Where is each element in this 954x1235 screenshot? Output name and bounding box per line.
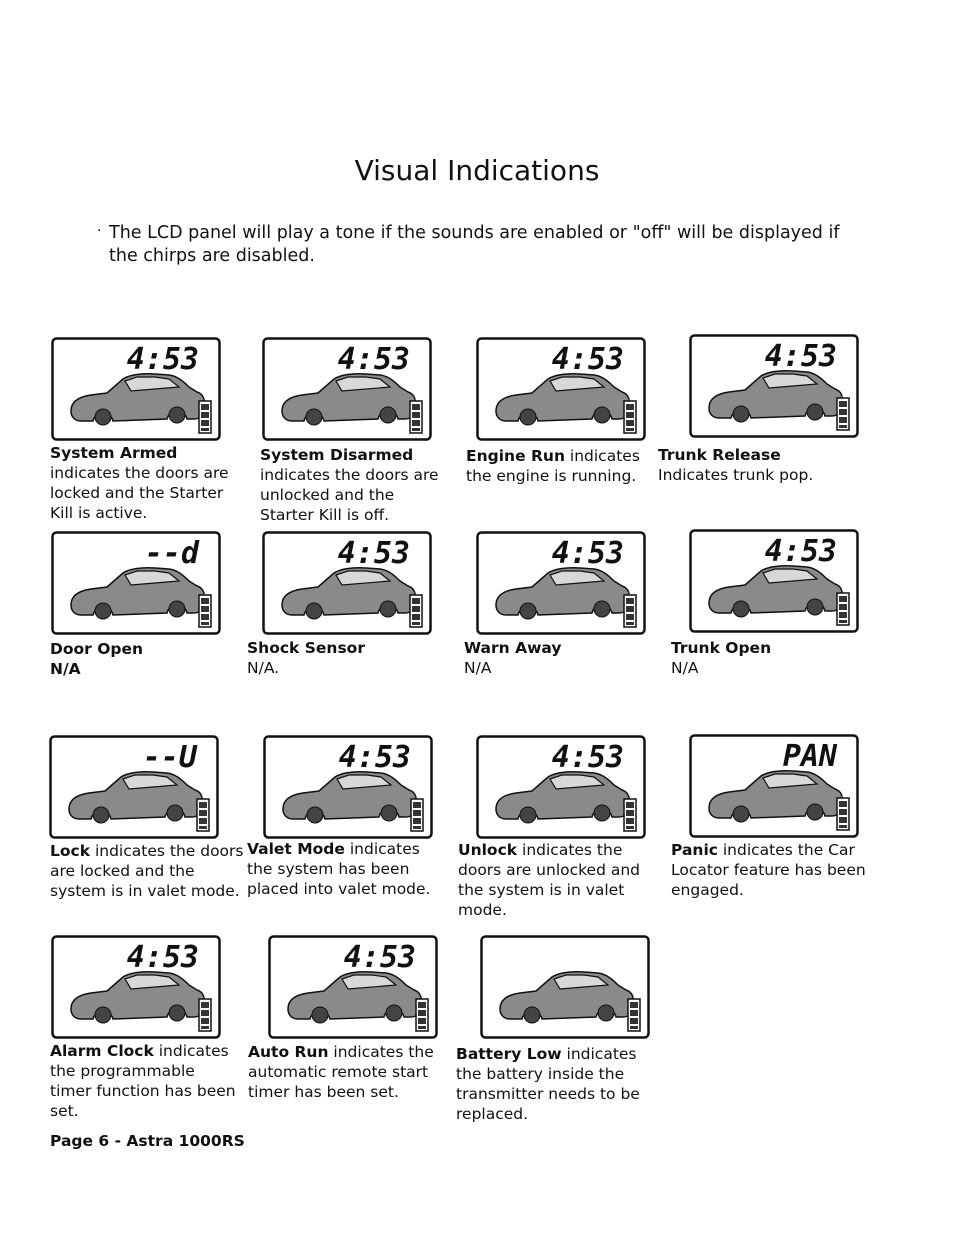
- lcd-display-text: 4:53: [338, 536, 410, 571]
- lcd-display-text: 4:53: [127, 940, 199, 975]
- lcd-panel-valet-mode: 4:53: [263, 735, 433, 839]
- lcd-display-text: 4:53: [552, 536, 624, 571]
- caption-valet-mode: Valet Mode indicates the system has been…: [247, 840, 431, 898]
- caption-shock-sensor: Shock Sensor N/A.: [247, 639, 365, 677]
- lcd-display-text: 4:53: [338, 342, 410, 377]
- lcd-display-text: 4:53: [765, 534, 837, 569]
- page-footer: Page 6 - Astra 1000RS: [50, 1132, 245, 1150]
- lcd-panel-lock: --U: [49, 735, 219, 839]
- lcd-panel-battery-low: [480, 935, 650, 1039]
- lcd-panel-door-open: --d: [51, 531, 221, 635]
- lcd-display-text: 4:53: [344, 940, 416, 975]
- lcd-panel-warn-away: 4:53: [476, 531, 646, 635]
- lcd-display-text: 4:53: [552, 342, 624, 377]
- lcd-panel-shock-sensor: 4:53: [262, 531, 432, 635]
- caption-panic: Panic indicates the Car Locator feature …: [671, 841, 866, 899]
- lcd-display-text: PAN: [783, 739, 838, 774]
- lcd-display-text: --d: [145, 536, 200, 571]
- lcd-display-text: 4:53: [127, 342, 199, 377]
- caption-battery-low: Battery Low indicates the battery inside…: [456, 1045, 640, 1123]
- intro-text: The LCD panel will play a tone if the so…: [109, 223, 840, 266]
- caption-system-disarmed: System Disarmed indicates the doors are …: [260, 446, 439, 524]
- lcd-panel-panic: PAN: [689, 734, 859, 838]
- intro-paragraph: · The LCD panel will play a tone if the …: [97, 222, 867, 268]
- lcd-panel-unlock: 4:53: [476, 735, 646, 839]
- caption-engine-run: Engine Run indicates the engine is runni…: [466, 447, 640, 485]
- bullet: ·: [97, 223, 102, 239]
- lcd-panel-auto-run: 4:53: [268, 935, 438, 1039]
- lcd-panel-engine-run: 4:53: [476, 337, 646, 441]
- caption-alarm-clock: Alarm Clock indicates the programmable t…: [50, 1042, 236, 1120]
- lcd-panel-trunk-open: 4:53: [689, 529, 859, 633]
- lcd-panel-alarm-clock: 4:53: [51, 935, 221, 1039]
- caption-auto-run: Auto Run indicates the automatic remote …: [248, 1043, 434, 1101]
- lcd-display-text: 4:53: [339, 740, 411, 775]
- lcd-panel-system-armed: 4:53: [51, 337, 221, 441]
- caption-system-armed: System Armed indicates the doors are loc…: [50, 444, 229, 522]
- caption-lock: Lock indicates the doors are locked and …: [50, 842, 244, 900]
- caption-unlock: Unlock indicates the doors are unlocked …: [458, 841, 641, 919]
- lcd-panel-system-disarmed: 4:53: [262, 337, 432, 441]
- lcd-display-text: 4:53: [552, 740, 624, 775]
- lcd-panel-trunk-release: 4:53: [689, 334, 859, 438]
- lcd-display-text: 4:53: [765, 339, 837, 374]
- page-title: Visual Indications: [354, 154, 600, 187]
- lcd-display-text: --U: [143, 740, 198, 775]
